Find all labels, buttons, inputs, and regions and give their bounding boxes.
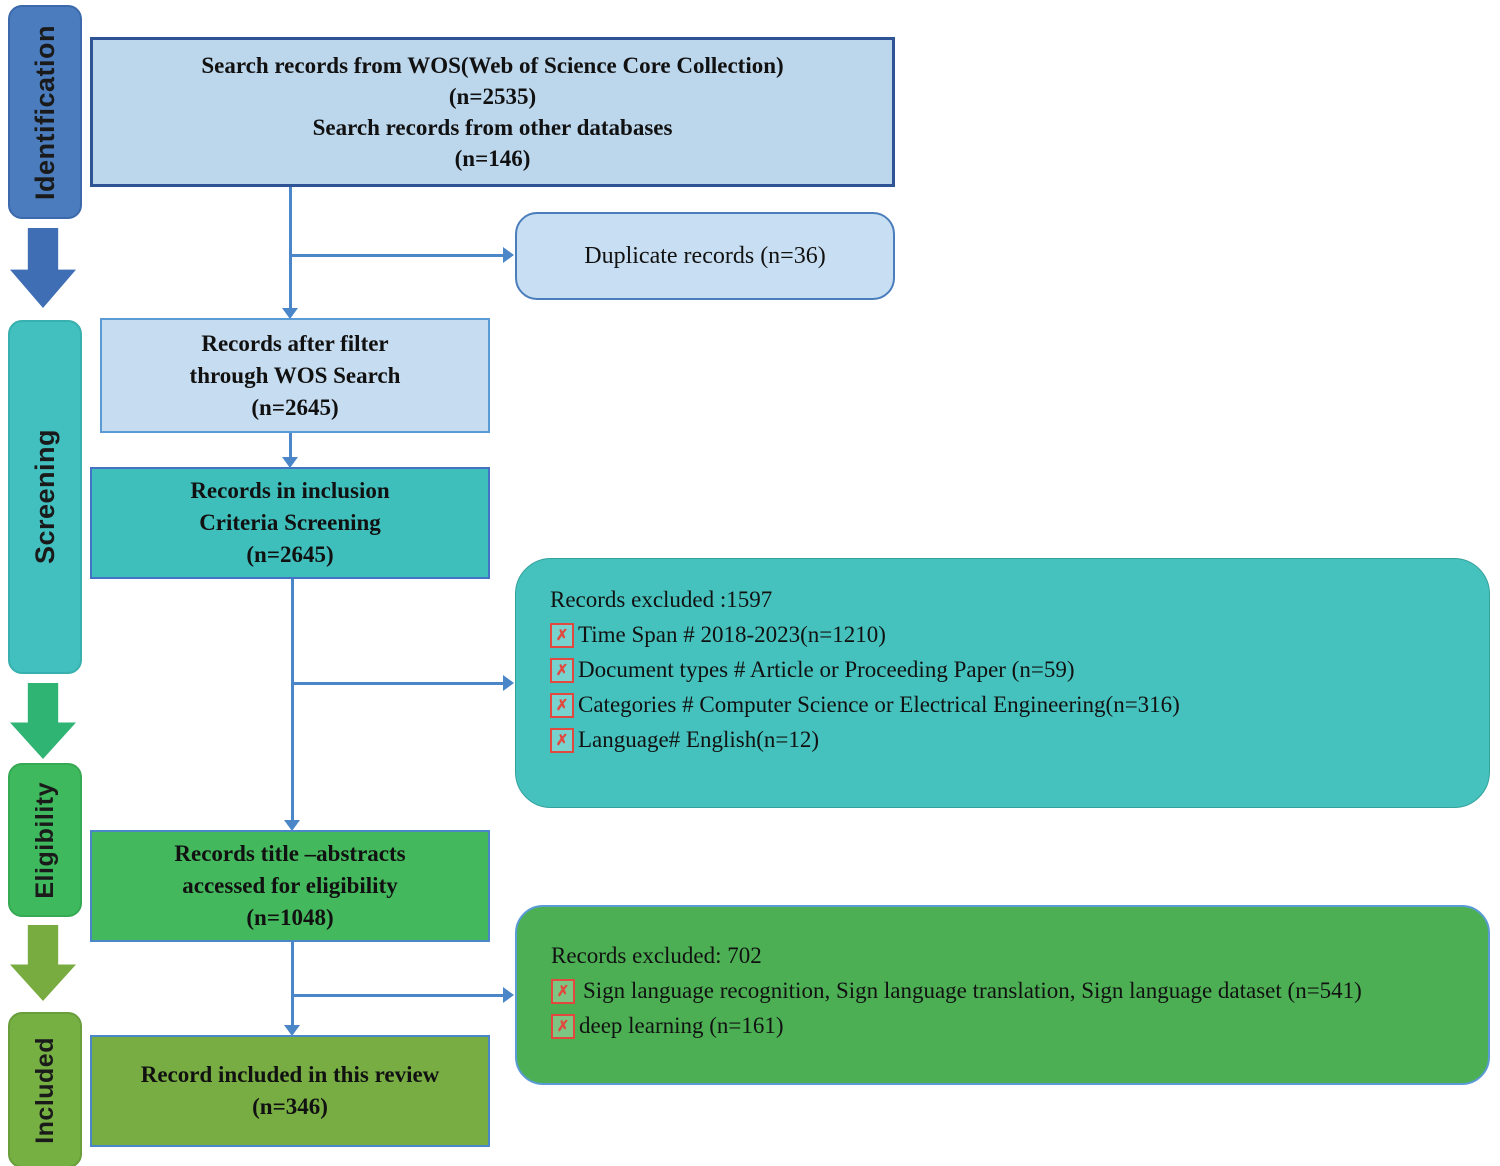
inclusion-count: (n=2645) <box>246 542 334 567</box>
search-records-box: Search records from WOS(Web of Science C… <box>90 37 895 187</box>
connector-line <box>291 682 504 685</box>
included-line1: Record included in this review <box>140 1062 440 1087</box>
stage-screening: Screening <box>8 320 82 674</box>
record-included-box: Record included in this review (n=346) <box>90 1035 490 1147</box>
search-records-line2: Search records from other databases <box>312 115 673 140</box>
excluded-item: ✗ Sign language recognition, Sign langua… <box>551 978 1458 1004</box>
inclusion-criteria-box: Records in inclusion Criteria Screening … <box>90 467 490 579</box>
excluded-eligibility-header-row: Records excluded: 702 <box>551 943 1458 969</box>
excluded-item-text: Categories # Computer Science or Electri… <box>578 692 1180 717</box>
connector-line <box>291 942 294 1026</box>
title-abstracts-line2: accessed for eligibility <box>182 873 398 898</box>
connector-arrowhead-icon <box>503 247 514 263</box>
excluded-item-text: Sign language recognition, Sign language… <box>583 978 1362 1003</box>
stage-arrow-down-icon <box>10 683 76 759</box>
stage-screening-label: Screening <box>29 429 60 565</box>
after-filter-line2: through WOS Search <box>189 362 401 388</box>
after-filter-count: (n=2645) <box>251 394 339 420</box>
excluded-item-text: Document types # Article or Proceeding P… <box>578 657 1075 682</box>
after-filter-line1: Records after filter <box>201 330 389 356</box>
records-after-filter-box: Records after filter through WOS Search … <box>100 318 490 433</box>
excluded-item: ✗ Time Span # 2018-2023(n=1210) <box>550 622 1459 648</box>
duplicate-records-label: Duplicate records (n=36) <box>584 242 826 269</box>
duplicate-records-box: Duplicate records (n=36) <box>515 212 895 300</box>
excluded-item: ✗ deep learning (n=161) <box>551 1013 1458 1039</box>
excluded-eligibility-header: Records excluded: 702 <box>551 943 762 968</box>
stage-identification-label: Identification <box>29 24 60 200</box>
x-mark-icon: ✗ <box>551 978 575 1004</box>
connector-arrowhead-icon <box>282 457 298 468</box>
stage-eligibility: Eligibility <box>8 763 82 917</box>
connector-line <box>289 433 292 459</box>
connector-arrowhead-icon <box>284 820 300 831</box>
connector-line <box>291 994 504 997</box>
stage-eligibility-label: Eligibility <box>30 781 59 899</box>
stage-arrow-down-icon <box>10 925 76 1001</box>
connector-arrowhead-icon <box>282 308 298 319</box>
excluded-item: ✗ Categories # Computer Science or Elect… <box>550 692 1459 718</box>
records-excluded-screening-box: Records excluded :1597 ✗ Time Span # 201… <box>515 558 1490 808</box>
title-abstracts-box: Records title –abstracts accessed for el… <box>90 830 490 942</box>
x-mark-icon: ✗ <box>550 727 574 753</box>
excluded-item-text: Language# English(n=12) <box>578 727 819 752</box>
stage-arrow-down-icon <box>10 228 76 308</box>
connector-line <box>289 187 292 309</box>
excluded-item: ✗ Document types # Article or Proceeding… <box>550 657 1459 683</box>
excluded-screening-header-row: Records excluded :1597 <box>550 587 1459 613</box>
x-mark-icon: ✗ <box>550 622 574 648</box>
connector-arrowhead-icon <box>503 987 514 1003</box>
excluded-item-text: deep learning (n=161) <box>579 1013 784 1038</box>
records-excluded-eligibility-box: Records excluded: 702 ✗ Sign language re… <box>515 905 1490 1085</box>
x-mark-icon: ✗ <box>550 692 574 718</box>
connector-arrowhead-icon <box>503 675 514 691</box>
search-records-count2: (n=146) <box>454 146 531 171</box>
connector-arrowhead-icon <box>284 1025 300 1036</box>
excluded-screening-header: Records excluded :1597 <box>550 587 773 612</box>
stage-included-label: Included <box>30 1036 59 1144</box>
excluded-item-text: Time Span # 2018-2023(n=1210) <box>578 622 886 647</box>
title-abstracts-line1: Records title –abstracts <box>174 841 406 866</box>
excluded-item: ✗ Language# English(n=12) <box>550 727 1459 753</box>
connector-line <box>291 579 294 821</box>
title-abstracts-count: (n=1048) <box>246 905 334 930</box>
x-mark-icon: ✗ <box>550 657 574 683</box>
search-records-line1: Search records from WOS(Web of Science C… <box>201 53 784 78</box>
inclusion-line1: Records in inclusion <box>190 478 390 503</box>
inclusion-line2: Criteria Screening <box>199 510 381 535</box>
connector-line <box>289 254 504 257</box>
stage-included: Included <box>8 1012 82 1166</box>
x-mark-icon: ✗ <box>551 1013 575 1039</box>
search-records-count1: (n=2535) <box>448 84 537 109</box>
included-count: (n=346) <box>252 1094 328 1119</box>
stage-identification: Identification <box>8 5 82 219</box>
